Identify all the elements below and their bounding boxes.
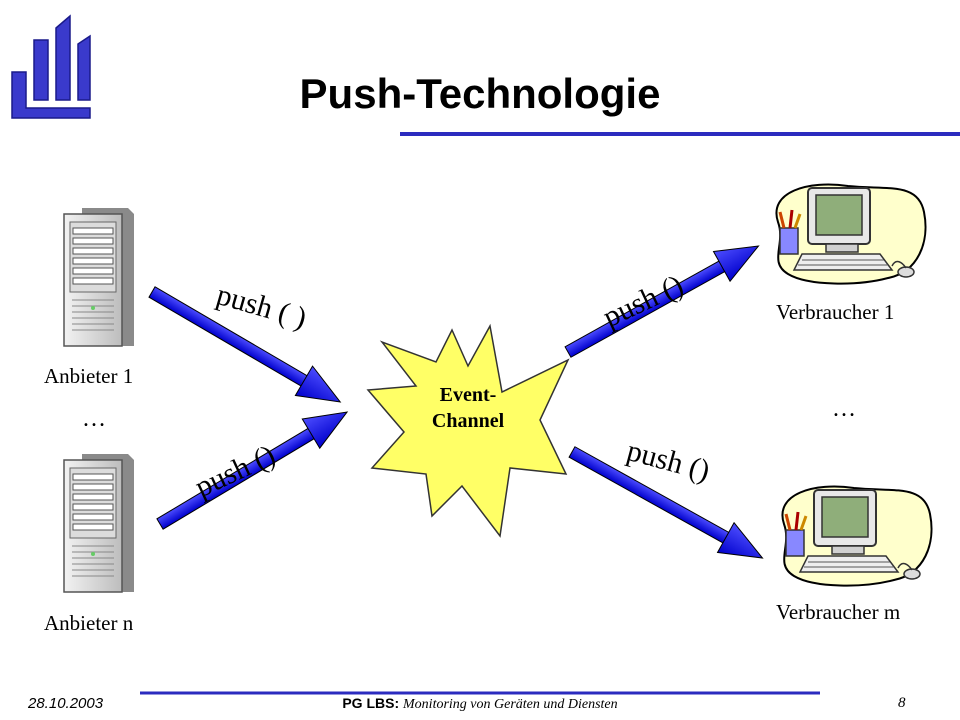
event-channel-burst (366, 323, 570, 538)
provider-1-label: Anbieter 1 (44, 364, 134, 388)
server-icon-provider-1 (63, 207, 135, 347)
computer-icon-consumer-1 (774, 183, 927, 286)
arrow-channel-to-consumer-1 (564, 245, 760, 358)
arrow-provider-n-to-channel (156, 411, 349, 530)
event-channel-label: Event- Channel (398, 382, 538, 434)
computer-icon-consumer-m (780, 485, 933, 588)
consumer-ellipsis: … (832, 396, 859, 422)
consumer-m-label: Verbraucher m (776, 600, 901, 624)
arrow-channel-to-consumer-m (568, 446, 764, 559)
footer-date: 28.10.2003 (28, 695, 104, 712)
event-channel-label-line2: Channel (431, 410, 505, 432)
server-icon-provider-n (63, 453, 135, 593)
footer-title: PG LBS: Monitoring von Geräten und Diens… (300, 695, 660, 713)
footer-subtitle: Monitoring von Geräten und Diensten (403, 697, 618, 712)
provider-ellipsis: … (82, 406, 109, 432)
page-title: Push-Technologie (299, 70, 661, 117)
university-logo (11, 14, 91, 119)
arrow-provider-1-to-channel (148, 286, 342, 403)
footer-page-number: 8 (898, 695, 906, 711)
consumer-1-label: Verbraucher 1 (776, 300, 895, 324)
event-channel-label-line1: Event- (439, 384, 497, 406)
provider-n-label: Anbieter n (44, 611, 134, 635)
footer-org: PG LBS: (342, 695, 400, 711)
